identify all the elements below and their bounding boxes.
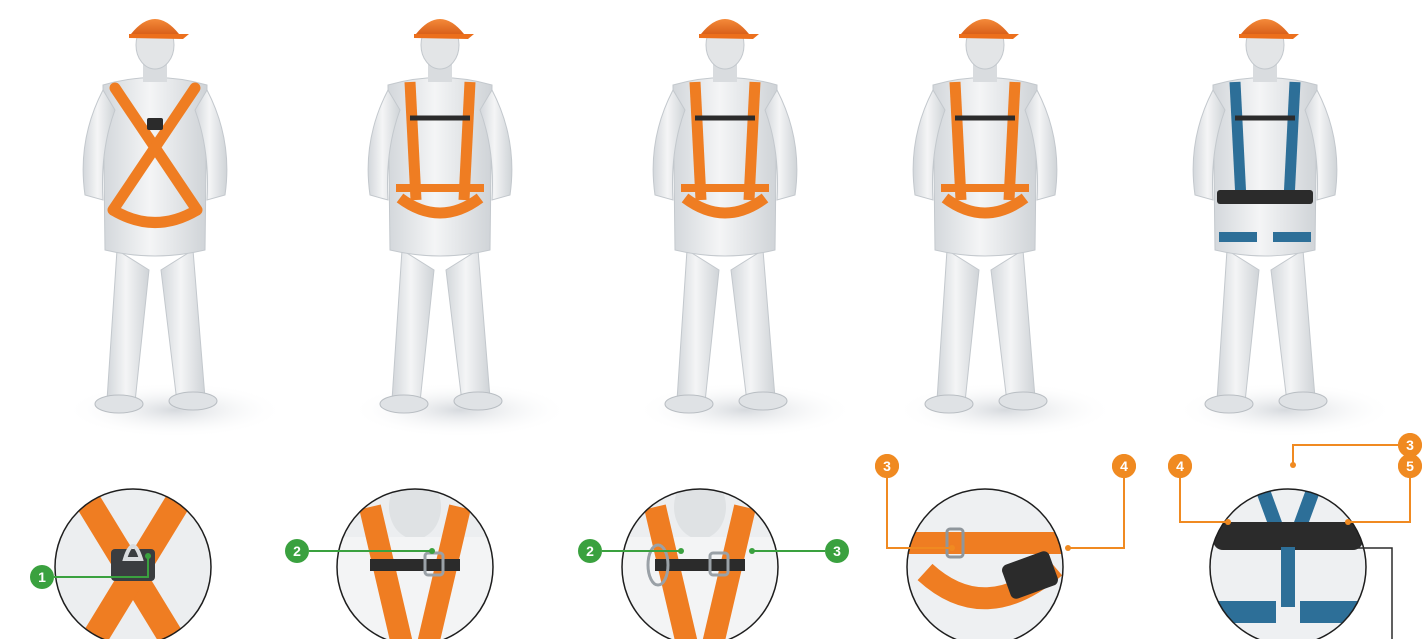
left-leg	[1217, 250, 1259, 402]
left-boot	[95, 395, 143, 413]
left-boot	[925, 395, 973, 413]
callout-5-4: 4	[1168, 454, 1231, 525]
callout-number: 1	[38, 569, 46, 585]
floor-shadow	[1175, 382, 1395, 438]
detail-content	[55, 477, 211, 639]
callout-end-dot	[749, 548, 755, 554]
detail-circle-3	[620, 475, 780, 639]
left-boot	[1205, 395, 1253, 413]
callout-end-dot	[1065, 545, 1071, 551]
chest-strap-closeup	[370, 559, 460, 571]
left-boot	[380, 395, 428, 413]
callout-end-dot	[678, 548, 684, 554]
left-leg	[107, 250, 149, 402]
detail-circle-2	[335, 475, 495, 639]
torso	[103, 78, 207, 257]
callout-number: 4	[1176, 458, 1184, 474]
harness-strap	[955, 82, 961, 200]
callout-leader-line	[1348, 478, 1410, 522]
head-closeup	[674, 475, 726, 539]
right-boot	[739, 392, 787, 410]
callout-end-dot	[1225, 519, 1231, 525]
torso	[933, 78, 1037, 257]
callout-leader-line	[1068, 478, 1124, 548]
detail-circle-5	[1208, 477, 1368, 639]
callout-end-dot	[949, 545, 955, 551]
right-leg	[161, 250, 205, 402]
leg-loop-closeup	[1300, 601, 1358, 623]
dorsal-d-ring	[147, 118, 163, 130]
helmet	[416, 19, 464, 34]
worker-figure-2	[350, 19, 570, 438]
harness-strap	[410, 82, 416, 200]
floor-shadow	[65, 382, 285, 438]
harness-strap	[1289, 82, 1295, 200]
helmet	[961, 19, 1009, 34]
torso	[1213, 78, 1317, 257]
floor-shadow	[895, 382, 1115, 438]
callout-end-dot	[1345, 519, 1351, 525]
detail-circle-1	[55, 477, 211, 639]
harness-strap	[695, 82, 701, 200]
helmet	[701, 19, 749, 34]
right-leg	[446, 250, 490, 402]
callout-end-dot	[1290, 462, 1296, 468]
callout-4-4: 4	[1065, 454, 1136, 551]
callout-number: 2	[586, 543, 594, 559]
right-boot	[1279, 392, 1327, 410]
left-leg	[392, 250, 434, 402]
worker-figure-5	[1175, 19, 1395, 438]
callout-end-dot	[145, 553, 151, 559]
detail-content	[1208, 477, 1368, 639]
helmet	[131, 19, 179, 34]
torso	[388, 78, 492, 257]
work-belt-closeup	[1213, 522, 1363, 550]
detail-content	[620, 475, 780, 639]
worker-figure-1	[65, 19, 285, 438]
floor-shadow	[635, 382, 855, 438]
left-boot	[665, 395, 713, 413]
callout-number: 3	[883, 458, 891, 474]
right-boot	[999, 392, 1047, 410]
callout-number: 4	[1120, 458, 1128, 474]
waist-strap-closeup	[905, 532, 1065, 554]
callout-number: 3	[833, 543, 841, 559]
callout-leader-line	[1180, 478, 1228, 522]
callout-leader-line	[1293, 445, 1398, 465]
leg-loop-closeup	[1218, 601, 1276, 623]
worker-figure-3	[635, 19, 855, 438]
right-leg	[731, 250, 775, 402]
detail-content	[335, 475, 495, 639]
callout-number: 2	[293, 543, 301, 559]
detail-content	[905, 487, 1065, 639]
helmet	[1241, 19, 1289, 34]
suit-closeup	[335, 537, 495, 639]
harness-strap	[464, 82, 470, 200]
left-leg	[677, 250, 719, 402]
right-boot	[169, 392, 217, 410]
detail-circle-4	[905, 487, 1065, 639]
floor-shadow	[350, 382, 570, 438]
left-leg	[937, 250, 979, 402]
leg-loop	[1219, 232, 1257, 242]
right-leg	[991, 250, 1035, 402]
torso	[673, 78, 777, 257]
harness-strap	[1235, 82, 1241, 200]
right-boot	[454, 392, 502, 410]
right-leg	[1271, 250, 1315, 402]
head-closeup	[389, 475, 441, 539]
callout-number: 3	[1406, 437, 1414, 453]
callout-number: 5	[1406, 458, 1414, 474]
work-belt	[1217, 190, 1313, 204]
callout-5-5: 5	[1345, 454, 1422, 525]
leg-loop	[1273, 232, 1311, 242]
worker-figure-4	[895, 19, 1115, 438]
callout-end-dot	[429, 548, 435, 554]
harness-strap	[1009, 82, 1015, 200]
harness-strap	[749, 82, 755, 200]
suit-closeup	[620, 537, 780, 639]
